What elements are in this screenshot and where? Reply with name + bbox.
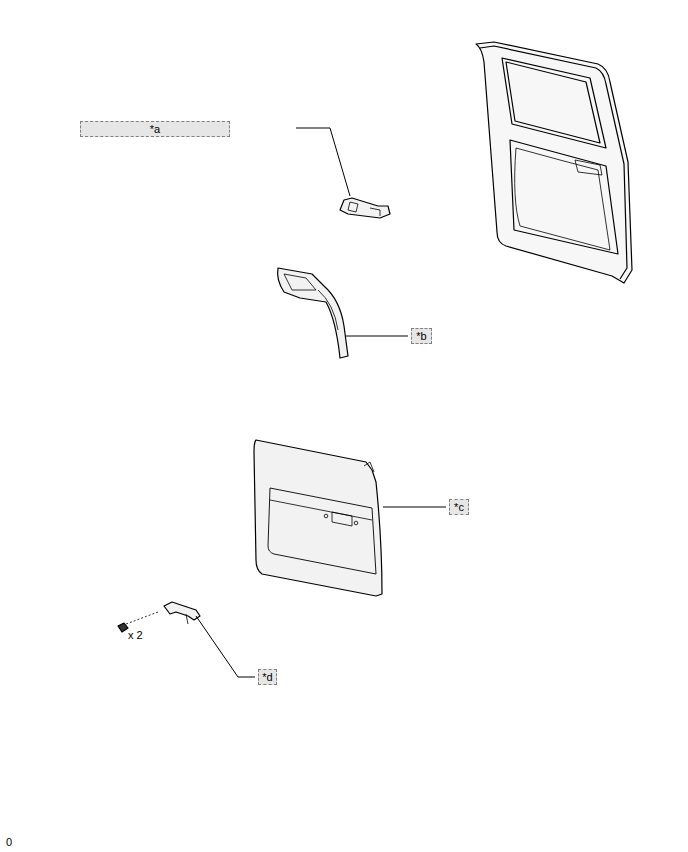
callout-label: *a	[80, 121, 230, 137]
quantity-label: x 2	[128, 630, 143, 641]
callout-text: *b	[416, 331, 426, 342]
callout-label: *b	[411, 328, 432, 344]
callout-text: *a	[150, 124, 160, 135]
callout-text: *d	[262, 672, 272, 683]
callout-label: *c	[449, 499, 469, 515]
figure-code: 0	[6, 837, 12, 848]
callout-label: *d	[258, 669, 277, 685]
callout-text: *c	[454, 502, 464, 513]
